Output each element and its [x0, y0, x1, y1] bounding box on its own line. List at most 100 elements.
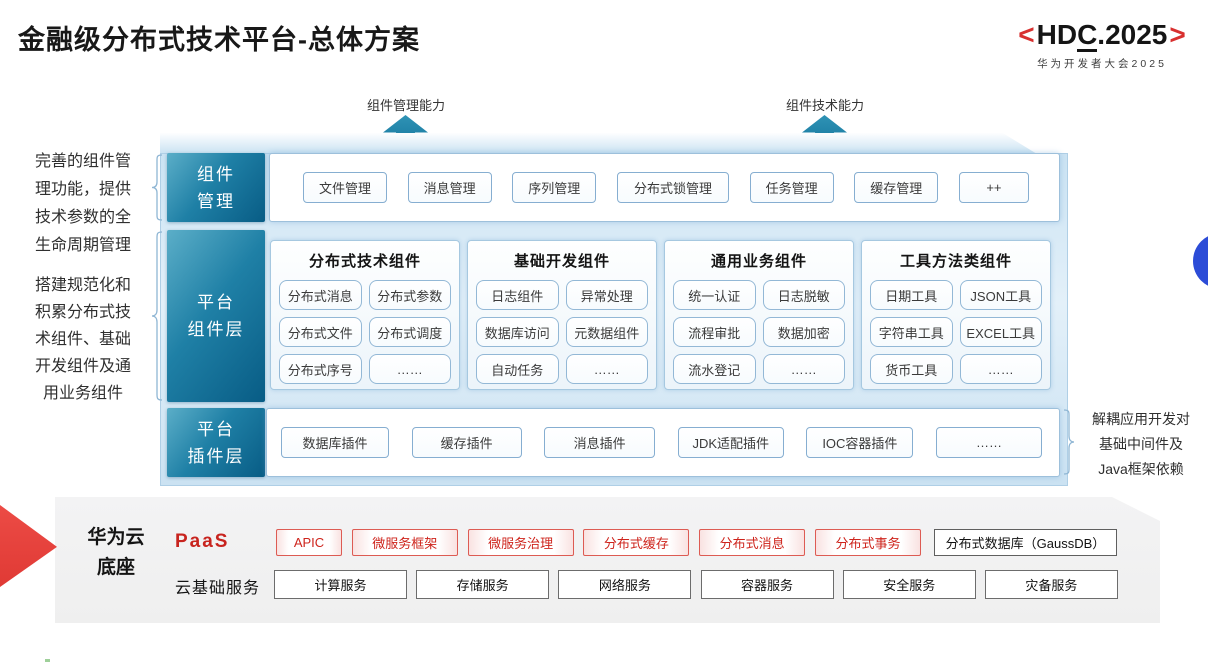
label-line: 插件层: [187, 446, 245, 466]
paas-service-chip: 分布式缓存: [583, 529, 690, 556]
plugin-chip: 数据库插件: [281, 427, 389, 458]
component-chip: 分布式文件: [279, 317, 362, 347]
paas-service-chip: 微服务框架: [351, 529, 458, 556]
component-chip: 流程审批: [673, 317, 756, 347]
cloud-service-chip: 存储服务: [416, 570, 550, 599]
layer-label-component-mgmt: 组件 管理: [167, 153, 265, 222]
brace-right-icon: [1063, 409, 1075, 475]
brace-left-icon: [151, 154, 163, 221]
plugin-chip: 缓存插件: [411, 427, 522, 458]
component-chip: 统一认证: [673, 280, 756, 310]
paas-service-chip: 微服务治理: [467, 529, 574, 556]
layer-label-platform-plugins: 平台 插件层: [167, 408, 265, 477]
paas-services-row: APIC 微服务框架微服务治理分布式缓存分布式消息分布式事务: [276, 529, 921, 556]
note-line: 搭建规范化和: [34, 277, 131, 294]
note-left-bottom: 搭建规范化和积累分布式技术组件、基础开发组件及通用业务组件: [8, 272, 158, 407]
note-left-top: 完善的组件管理功能，提供技术参数的全生命周期管理: [8, 148, 158, 260]
logo-left-bracket-icon: <: [1018, 19, 1035, 50]
component-chip: 数据加密: [762, 317, 845, 347]
plugin-chip: JDK适配插件: [677, 427, 784, 458]
component-chip: 日志组件: [476, 280, 559, 310]
green-mark-decoration: [45, 659, 50, 662]
note-line: 生命周期管理: [34, 237, 131, 254]
component-chip: 分布式消息: [279, 280, 362, 310]
column-distributed-tech: 分布式技术组件 分布式消息分布式参数分布式文件分布式调度分布式序号……: [270, 240, 460, 390]
note-line: 理功能，提供: [34, 181, 131, 198]
column-header: 工具方法类组件: [899, 253, 1012, 270]
brace-left-icon: [151, 231, 163, 401]
label-line: 平台: [197, 419, 235, 439]
component-chip: ……: [959, 354, 1042, 384]
red-arrow-icon: [0, 505, 57, 587]
column-common-business: 通用业务组件 统一认证日志脱敏流程审批数据加密流水登记……: [664, 240, 854, 390]
cloud-service-chip: 安全服务: [842, 570, 976, 599]
label-line: 组件层: [187, 320, 245, 339]
note-line: 术组件、基础: [34, 331, 131, 348]
component-mgmt-chip: 序列管理: [512, 172, 597, 203]
component-chip: 数据库访问: [476, 317, 559, 347]
column-chips: 日志组件异常处理数据库访问元数据组件自动任务……: [476, 280, 648, 384]
component-chip: 货币工具: [870, 354, 953, 384]
component-chip: ……: [565, 354, 648, 384]
capability-label-management: 组件管理能力: [366, 98, 445, 113]
component-mgmt-chip: 缓存管理: [854, 172, 939, 203]
label-line: 平台: [197, 293, 235, 312]
paas-label: PaaS: [175, 531, 230, 552]
label-line: 华为云: [87, 527, 145, 548]
cloud-services-label: 云基础服务: [175, 580, 261, 597]
column-basic-dev: 基础开发组件 日志组件异常处理数据库访问元数据组件自动任务……: [467, 240, 657, 390]
component-chip: 流水登记: [673, 354, 756, 384]
paas-service-chip: 分布式消息: [699, 529, 806, 556]
gaussdb-chip: 分布式数据库（GaussDB）: [934, 529, 1117, 556]
note-line: 开发组件及通: [34, 358, 131, 375]
component-mgmt-row: 文件管理消息管理序列管理分布式锁管理任务管理缓存管理++: [269, 153, 1060, 222]
component-chip: 字符串工具: [870, 317, 953, 347]
logo-hd: HD: [1036, 19, 1078, 50]
cloud-service-chip: 计算服务: [274, 570, 407, 599]
blue-circle-decoration: [1193, 233, 1208, 289]
component-mgmt-chip: 消息管理: [407, 172, 492, 203]
component-mgmt-chip: 分布式锁管理: [616, 172, 729, 203]
cloud-services-row: 计算服务存储服务网络服务容器服务安全服务灾备服务: [274, 570, 1118, 599]
paas-service-chip: 分布式事务: [814, 529, 921, 556]
plugin-chip: IOC容器插件: [806, 427, 914, 458]
component-chip: 异常处理: [565, 280, 648, 310]
column-chips: 统一认证日志脱敏流程审批数据加密流水登记……: [673, 280, 845, 384]
logo-c-underlined: C: [1077, 20, 1098, 53]
capability-label-technology: 组件技术能力: [785, 98, 864, 113]
component-mgmt-chip: ++: [958, 172, 1029, 203]
label-line: 管理: [197, 191, 235, 211]
note-line: 积累分布式技: [34, 304, 131, 321]
note-line: Java框架依赖: [1098, 461, 1184, 477]
note-line: 完善的组件管: [34, 153, 131, 170]
plugin-chip: ……: [935, 427, 1042, 458]
component-chip: 元数据组件: [565, 317, 648, 347]
note-line: 解耦应用开发对: [1092, 411, 1190, 427]
component-chip: 分布式序号: [279, 354, 362, 384]
note-line: 技术参数的全: [34, 209, 131, 226]
note-line: 用业务组件: [42, 385, 123, 402]
column-chips: 分布式消息分布式参数分布式文件分布式调度分布式序号……: [279, 280, 451, 384]
cloud-service-chip: 容器服务: [700, 570, 834, 599]
foundation-label: 华为云 底座: [80, 523, 152, 583]
hdc-logo-subtitle: 华为开发者大会2025: [1037, 58, 1167, 71]
component-chip: JSON工具: [959, 280, 1042, 310]
backdrop-top-face: [160, 133, 1037, 154]
logo-right-bracket-icon: >: [1169, 19, 1186, 50]
component-mgmt-chip: 任务管理: [749, 172, 834, 203]
label-line: 底座: [96, 557, 135, 578]
cloud-service-chip: 网络服务: [558, 570, 692, 599]
component-chip: EXCEL工具: [959, 317, 1042, 347]
layer-label-platform-components: 平台 组件层: [167, 230, 265, 402]
paas-service-chip: APIC: [276, 529, 342, 556]
label-line: 组件: [197, 164, 235, 184]
component-chip: ……: [368, 354, 451, 384]
column-header: 通用业务组件: [710, 253, 807, 270]
component-chip: 分布式调度: [368, 317, 451, 347]
